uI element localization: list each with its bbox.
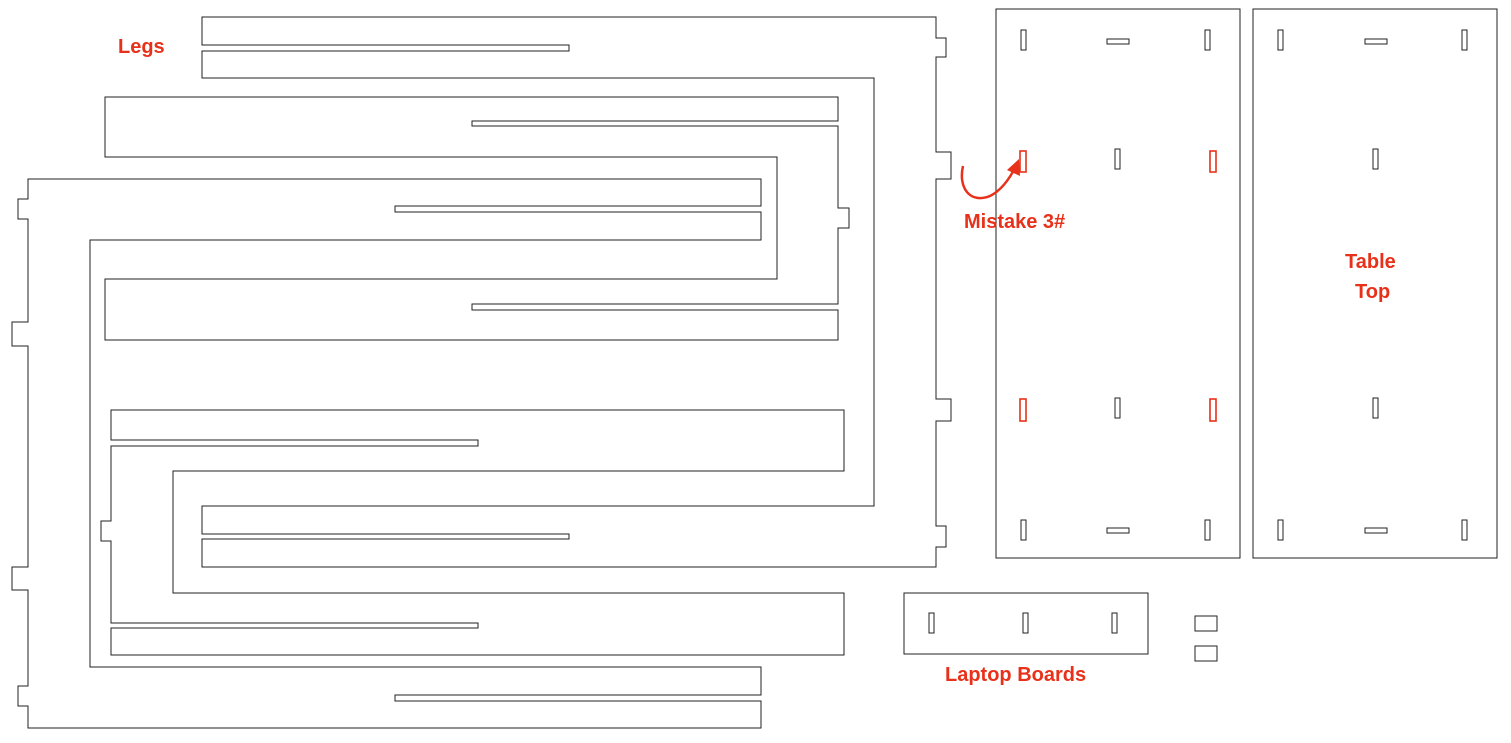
table-top-panel <box>1252 8 1498 559</box>
middle-panel-group <box>995 8 1241 559</box>
slot <box>1372 148 1379 170</box>
mistake-slot <box>1019 150 1027 173</box>
leg-piece-b <box>104 96 850 341</box>
slot <box>1114 148 1121 170</box>
slot <box>1111 612 1118 634</box>
slot <box>1461 519 1468 541</box>
small-block <box>1194 645 1218 662</box>
slot <box>1277 29 1284 51</box>
small-block <box>1194 615 1218 632</box>
slot <box>1020 519 1027 541</box>
slot <box>1020 29 1027 51</box>
leg-piece-d <box>100 409 845 656</box>
middle-panel <box>995 8 1241 559</box>
mistake-label: Mistake 3# <box>964 211 1066 233</box>
table-top-group <box>1252 8 1498 559</box>
slot <box>1204 29 1211 51</box>
table-top-label-line1: Table <box>1345 251 1396 273</box>
laptop-boards-label: Laptop Boards <box>945 664 1087 686</box>
legs-label: Legs <box>118 36 165 58</box>
mistake-slot <box>1209 150 1217 173</box>
slot <box>1277 519 1284 541</box>
slot <box>1461 29 1468 51</box>
slot <box>1364 527 1388 534</box>
leg-piece-a <box>201 16 952 568</box>
mistake-slot <box>1019 398 1027 422</box>
laptop-boards-group <box>903 592 1218 662</box>
laptop-board <box>903 592 1149 655</box>
table-top-label-line2: Top <box>1355 281 1391 303</box>
mistake-slot <box>1209 398 1217 422</box>
slot <box>1022 612 1029 634</box>
slot <box>1372 397 1379 419</box>
slot <box>928 612 935 634</box>
leg-piece-c <box>11 178 762 729</box>
mistake-arrow <box>960 159 1020 200</box>
slot <box>1114 397 1121 419</box>
slot <box>1364 38 1388 45</box>
legs-group <box>11 16 952 729</box>
slot <box>1106 527 1130 534</box>
slot <box>1204 519 1211 541</box>
slot <box>1106 38 1130 45</box>
